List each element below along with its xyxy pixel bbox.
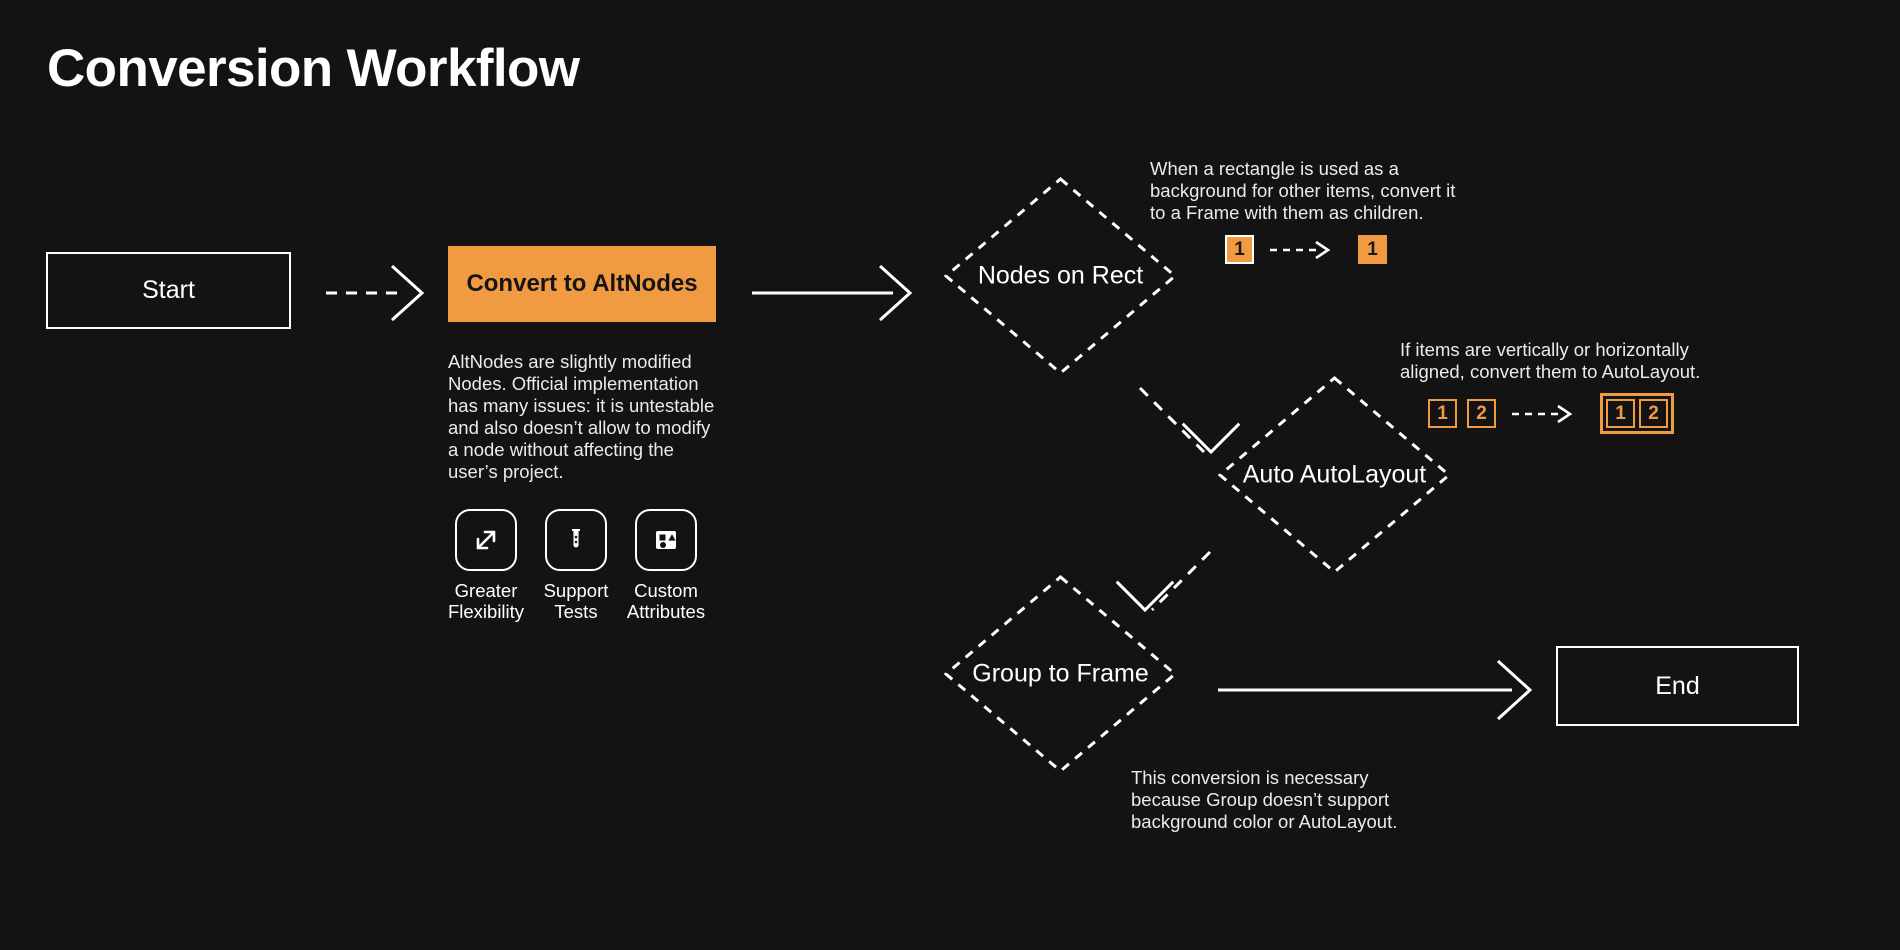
- page-title: Conversion Workflow: [47, 39, 580, 98]
- node-end-label: End: [1655, 671, 1700, 700]
- chip-annotation-auto-autolayout: 1 2 1 2: [1428, 393, 1674, 434]
- feature-label: Support Tests: [544, 580, 609, 622]
- feature-label-line2: Tests: [554, 601, 598, 622]
- node-convert-to-altnodes[interactable]: Convert to AltNodes: [448, 246, 716, 322]
- node-nodes-on-rect-label: Nodes on Rect: [977, 261, 1144, 290]
- feature-label: Greater Flexibility: [448, 580, 524, 622]
- shapes-icon: [635, 509, 697, 571]
- node-group-to-frame[interactable]: Group to Frame: [943, 574, 1178, 774]
- chip-after-2: 2: [1639, 399, 1668, 428]
- note-altnodes: AltNodes are slightly modified Nodes. Of…: [448, 351, 715, 482]
- chip-after-1: 1: [1358, 235, 1387, 264]
- feature-list: Greater Flexibility Support Tests: [448, 509, 705, 622]
- node-group-to-frame-label: Group to Frame: [972, 659, 1149, 688]
- chip-before-2: 2: [1467, 399, 1496, 428]
- edge-start-to-convert: [326, 264, 425, 322]
- note-nodes-on-rect: When a rectangle is used as a background…: [1150, 158, 1456, 223]
- node-auto-autolayout-label: Auto AutoLayout: [1242, 460, 1427, 489]
- chip-after-group-frame: 1 2: [1600, 393, 1674, 434]
- node-nodes-on-rect[interactable]: Nodes on Rect: [943, 176, 1178, 376]
- feature-label-line1: Custom: [634, 580, 698, 601]
- feature-label: Custom Attributes: [627, 580, 705, 622]
- chip-before-1: 1: [1225, 235, 1254, 264]
- chip-annotation-nodes-on-rect: 1 1: [1225, 235, 1387, 264]
- feature-support-tests: Support Tests: [542, 509, 610, 622]
- dashed-arrow-icon: [1512, 404, 1573, 423]
- expand-arrows-icon: [455, 509, 517, 571]
- dashed-arrow-icon: [1270, 240, 1331, 259]
- diamond-outline: [943, 575, 1178, 773]
- node-end[interactable]: End: [1556, 646, 1799, 726]
- feature-label-line2: Flexibility: [447, 601, 525, 622]
- feature-label-line1: Greater: [454, 580, 518, 601]
- feature-greater-flexibility: Greater Flexibility: [448, 509, 524, 622]
- node-auto-autolayout[interactable]: Auto AutoLayout: [1217, 375, 1452, 575]
- edge-convert-to-nodes-on-rect: [752, 264, 913, 322]
- note-group-to-frame: This conversion is necessary because Gro…: [1131, 767, 1398, 832]
- node-start[interactable]: Start: [46, 252, 291, 329]
- chip-after-1: 1: [1606, 399, 1635, 428]
- node-start-label: Start: [142, 276, 195, 304]
- feature-custom-attributes: Custom Attributes: [627, 509, 705, 622]
- edge-group-to-frame-to-end: [1218, 659, 1533, 721]
- diamond-outline: [943, 177, 1178, 375]
- chip-before-1: 1: [1428, 399, 1457, 428]
- test-tube-icon: [545, 509, 607, 571]
- diamond-outline: [1217, 376, 1452, 574]
- node-convert-label: Convert to AltNodes: [466, 270, 698, 297]
- note-auto-autolayout: If items are vertically or horizontally …: [1400, 339, 1701, 382]
- feature-label-line1: Support: [543, 580, 609, 601]
- feature-label-line2: Attributes: [626, 601, 706, 622]
